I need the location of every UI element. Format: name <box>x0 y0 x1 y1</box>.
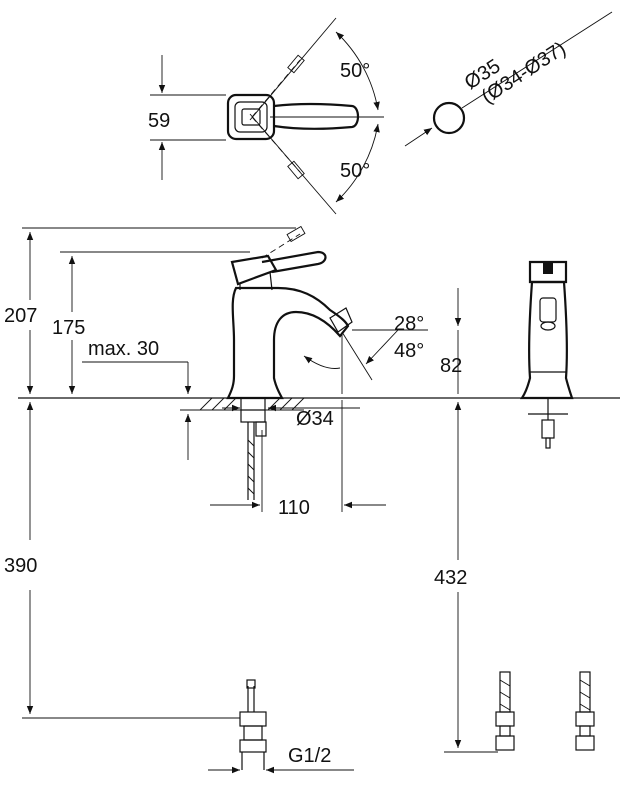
hose-connector-front: G1/2 <box>208 679 354 774</box>
dim-spout-height: 175 <box>52 317 85 339</box>
dim-spout-reach: 110 <box>278 497 310 519</box>
lever-top <box>273 103 360 130</box>
dim-swivel-upper: 50° <box>340 60 370 82</box>
hole-circle <box>432 101 466 135</box>
handle-side <box>230 254 278 286</box>
dim-max-thickness: max. 30 <box>88 338 159 360</box>
tap-body <box>226 286 350 400</box>
aerator <box>329 307 353 333</box>
dim-jet-angle-max: 48° <box>394 340 424 362</box>
dim-swivel-lower: 50° <box>340 160 370 182</box>
hose-connector-side-1 <box>495 671 515 751</box>
hole-detail: Ø35 (Ø34-Ø37) <box>404 11 613 147</box>
dim-jet-angle-min: 28° <box>394 313 424 335</box>
side-view <box>495 260 595 751</box>
dim-thread: G1/2 <box>288 745 331 767</box>
top-view: 59 50° 50° <box>148 17 384 215</box>
dim-hose-front: 390 <box>4 555 37 577</box>
dim-total-height: 207 <box>4 305 37 327</box>
hose-connector-side-2 <box>575 671 595 751</box>
angle-arc-upper <box>335 31 380 111</box>
dim-hose-side: 432 <box>434 567 467 589</box>
tap-front-body <box>519 280 574 400</box>
dim-base-diameter: Ø34 <box>296 408 334 430</box>
front-view: 207 175 max. 30 28° 48° Ø34 110 82 390 <box>4 225 620 774</box>
handle-front <box>528 260 568 284</box>
angle-arc-lower <box>335 123 380 203</box>
dim-top-height: 59 <box>148 110 170 132</box>
dim-side-height: 82 <box>440 355 462 377</box>
